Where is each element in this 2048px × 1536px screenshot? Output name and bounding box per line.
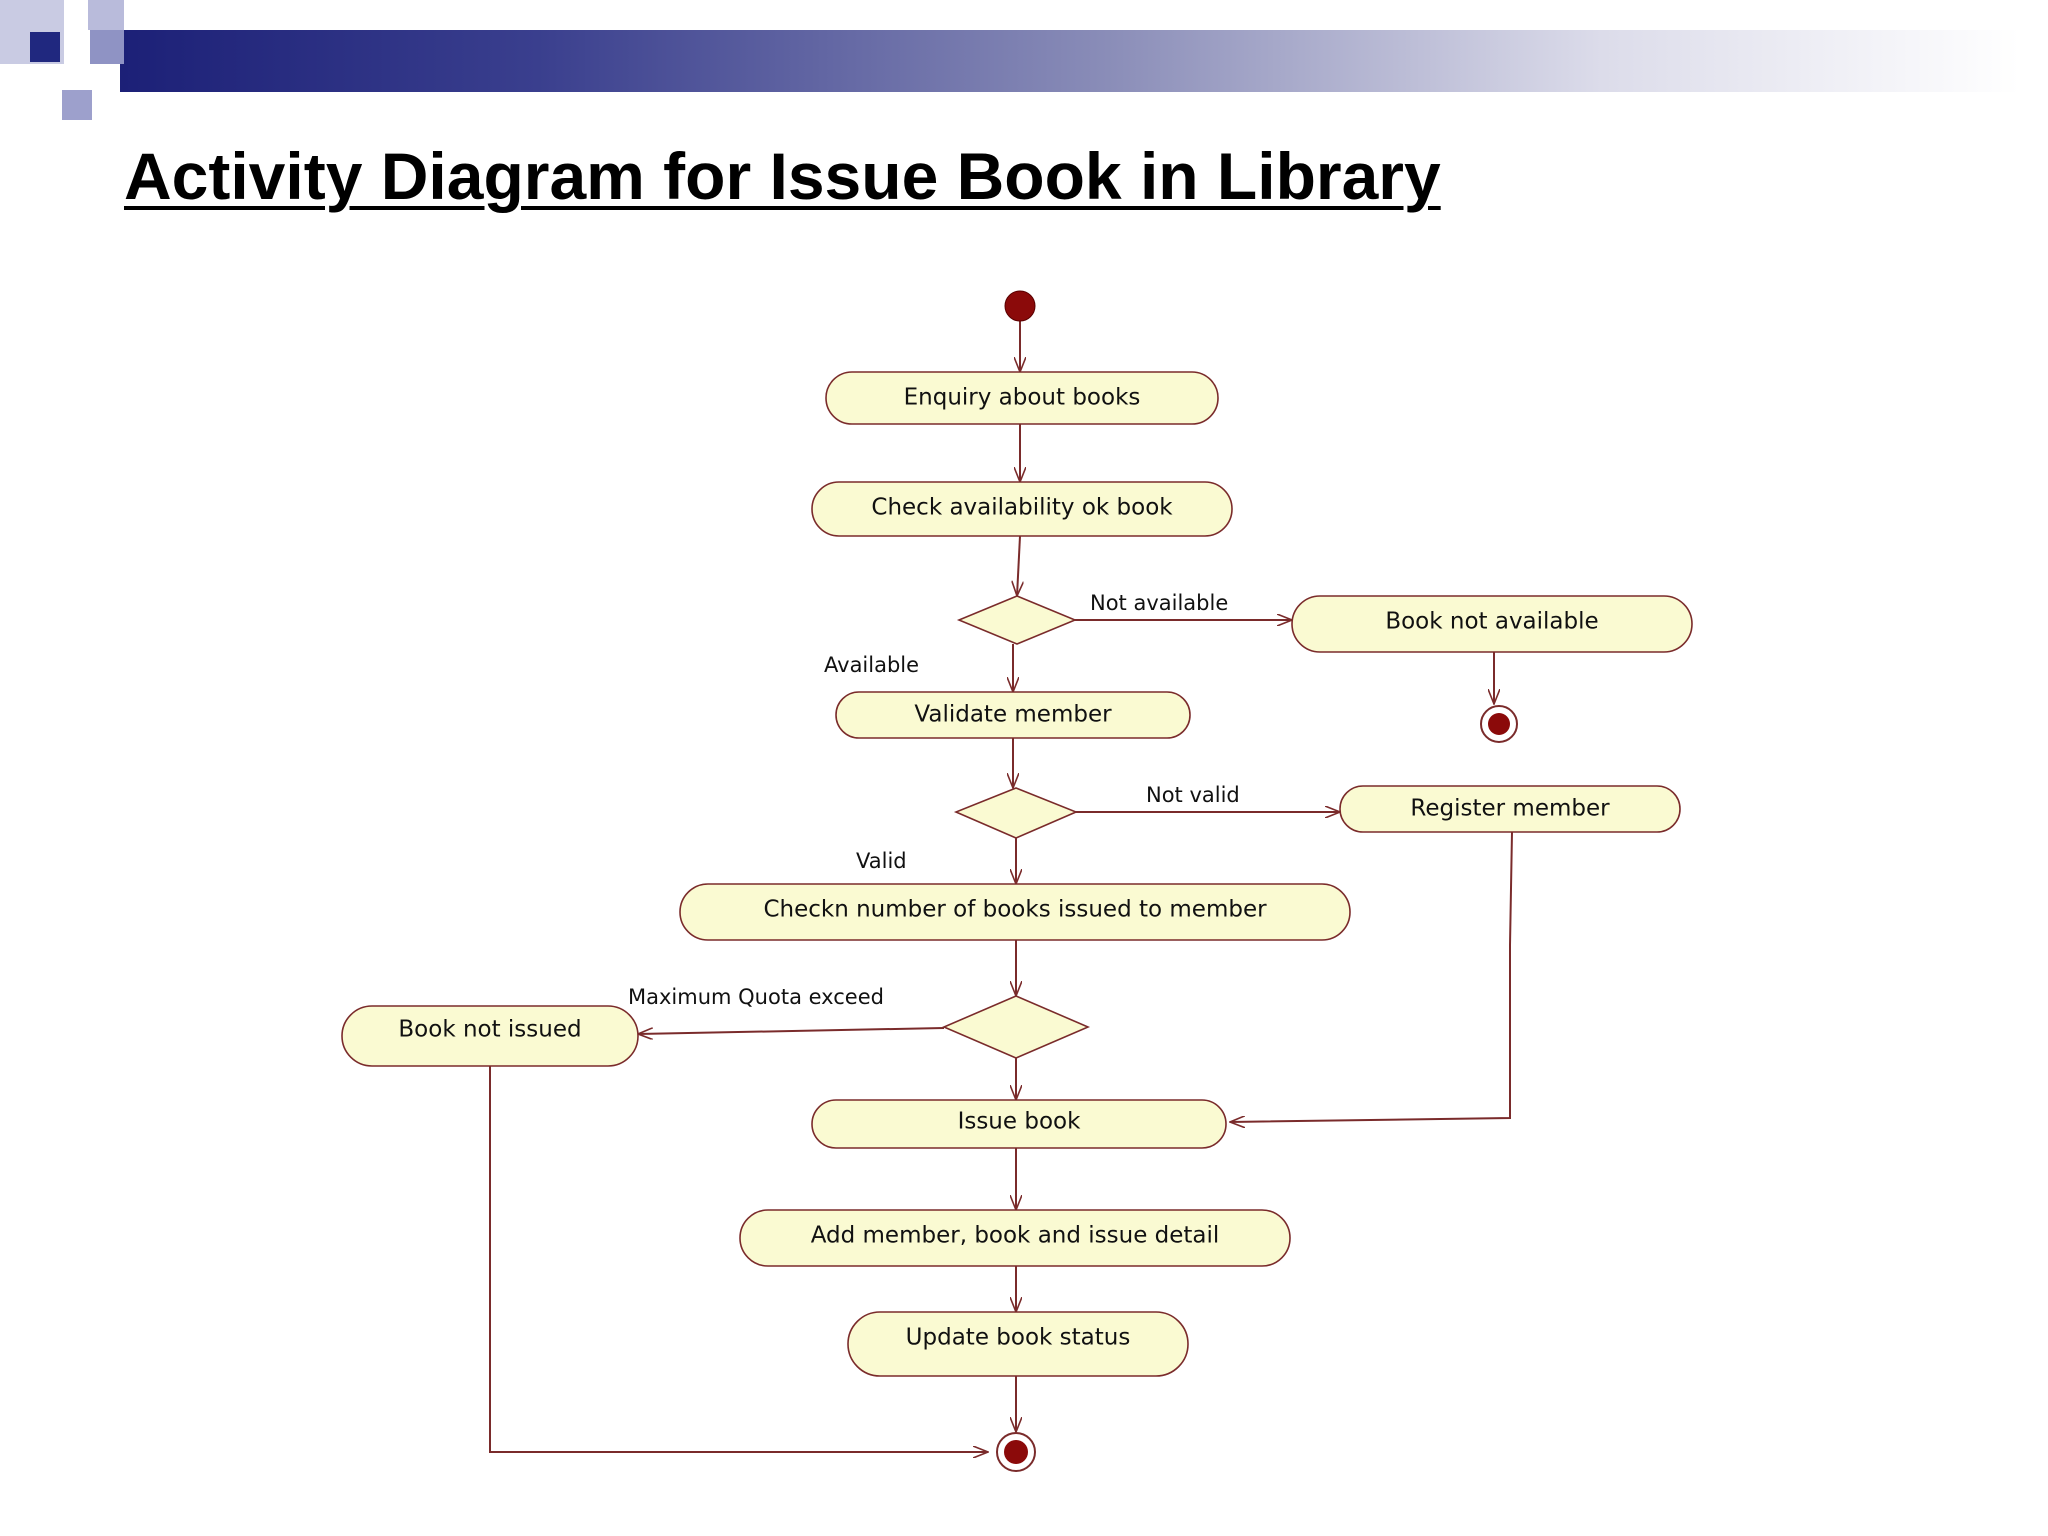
decision-validity: [953, 787, 1079, 839]
decision-quota: [941, 995, 1091, 1059]
flow-check-to-decision1: [1017, 535, 1020, 596]
activity-add-detail-label: Add member, book and issue detail: [811, 1223, 1220, 1249]
header-gradient-band: [120, 30, 2020, 92]
end-node-not-available: [1480, 705, 1518, 743]
header-square-dark: [30, 32, 60, 62]
activity-check-number: Checkn number of books issued to member: [679, 883, 1351, 941]
activity-check-availability: Check availability ok book: [811, 481, 1233, 537]
activity-book-not-available-label: Book not available: [1385, 609, 1598, 635]
activity-register-member-label: Register member: [1410, 796, 1610, 822]
header-square-accent: [90, 30, 124, 64]
activity-enquiry-label: Enquiry about books: [904, 385, 1141, 411]
slide-title: Activity Diagram for Issue Book in Libra…: [124, 139, 1441, 213]
activity-check-availability-label: Check availability ok book: [871, 495, 1173, 521]
activity-enquiry: Enquiry about books: [825, 371, 1219, 425]
activity-add-detail: Add member, book and issue detail: [739, 1209, 1291, 1267]
flow-decision3-to-not-issued: [638, 1027, 945, 1034]
activity-validate-member: Validate member: [835, 691, 1191, 739]
header-square-small: [62, 90, 92, 120]
activity-check-number-label: Checkn number of books issued to member: [763, 897, 1267, 923]
end-node-final: [996, 1432, 1036, 1472]
activity-register-member: Register member: [1339, 785, 1681, 833]
guard-available: Available: [824, 653, 919, 677]
activity-update-status: Update book status: [847, 1311, 1189, 1377]
header-square-mid: [88, 0, 124, 30]
activity-book-not-issued: Book not issued: [341, 1005, 639, 1067]
activity-book-not-available: Book not available: [1291, 595, 1693, 653]
flow-register-to-issue: [1230, 831, 1513, 1122]
guard-valid: Valid: [856, 849, 907, 873]
guard-not-available: Not available: [1090, 591, 1228, 615]
decision-availability: [956, 595, 1078, 645]
activity-validate-member-label: Validate member: [914, 702, 1112, 728]
activity-issue-book-label: Issue book: [958, 1109, 1082, 1135]
guard-not-valid: Not valid: [1146, 783, 1240, 807]
guard-max-quota: Maximum Quota exceed: [628, 985, 884, 1009]
flow-not-issued-to-end: [489, 1066, 988, 1452]
activity-book-not-issued-label: Book not issued: [398, 1017, 581, 1043]
start-node: [1004, 290, 1036, 322]
activity-issue-book: Issue book: [811, 1099, 1227, 1149]
activity-update-status-label: Update book status: [906, 1325, 1131, 1351]
